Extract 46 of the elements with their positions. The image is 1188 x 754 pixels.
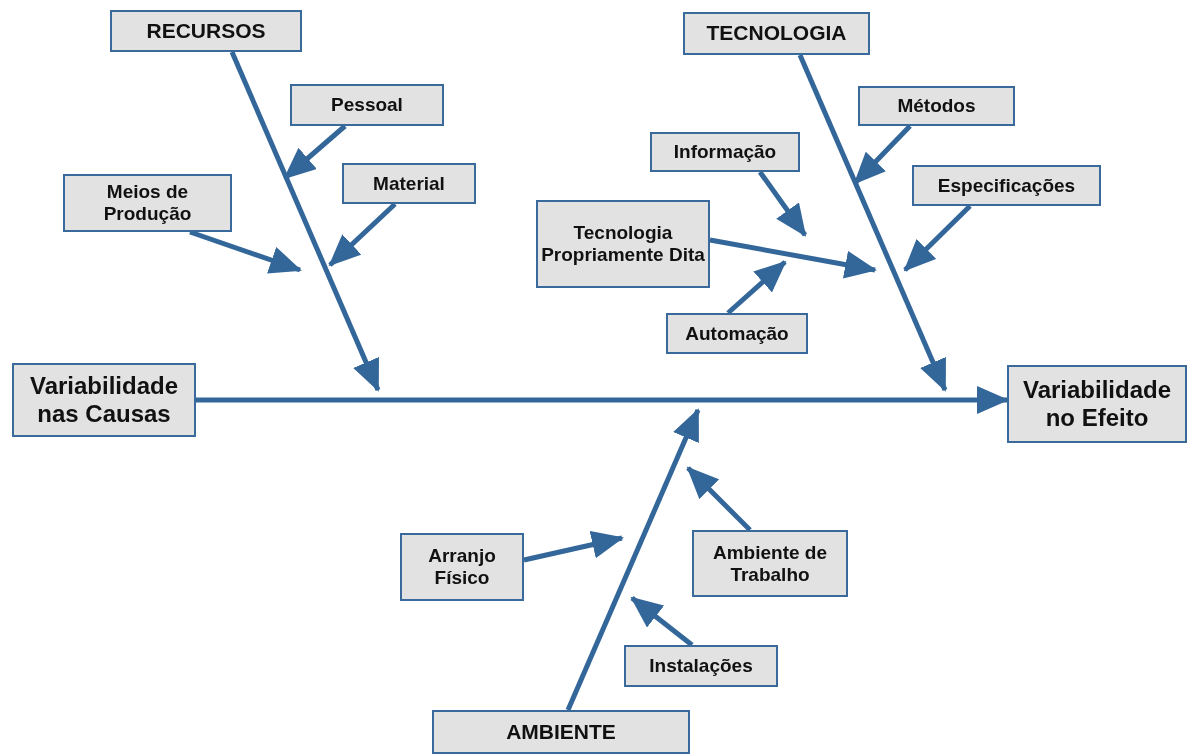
cause-label: Meios de Produção (102, 181, 193, 225)
arrow (709, 237, 877, 279)
arrow (686, 466, 752, 532)
category-box (683, 12, 870, 55)
cause-box (63, 174, 232, 232)
category-box (110, 10, 302, 52)
cause-box (666, 313, 808, 354)
cause-box (290, 84, 444, 126)
arrow (726, 260, 787, 315)
arrow (283, 124, 347, 180)
arrow (229, 51, 381, 392)
cause-box (342, 163, 476, 204)
effect-box (1007, 365, 1187, 443)
effect-label: Variabilidade no Efeito (1021, 376, 1173, 432)
cause-label: Ambiente de Trabalho (712, 541, 828, 586)
cause-box (624, 645, 778, 687)
category-box (432, 710, 690, 754)
cause-label: Material (373, 172, 445, 195)
cause-label: Tecnologia Propriamente Dita (540, 222, 706, 266)
cause-box (858, 86, 1015, 126)
arrow (328, 202, 397, 267)
arrow (903, 204, 972, 272)
effect-box (12, 363, 196, 437)
arrow (797, 54, 948, 392)
cause-label: Pessoal (331, 94, 403, 116)
category-label: RECURSOS (146, 18, 266, 44)
cause-box (692, 530, 848, 597)
cause-box (912, 165, 1101, 206)
cause-label: Especificações (937, 174, 1076, 197)
cause-label: Automação (685, 322, 789, 345)
cause-label: Informação (673, 141, 777, 163)
arrow (523, 530, 624, 563)
arrow (630, 596, 694, 647)
cause-label: Instalações (649, 655, 753, 677)
arrow (565, 408, 701, 711)
category-label: AMBIENTE (506, 719, 616, 745)
cause-box (650, 132, 800, 172)
arrow (853, 124, 912, 185)
cause-box (536, 200, 710, 288)
cause-label: Métodos (897, 95, 976, 117)
category-label: TECNOLOGIA (706, 21, 847, 46)
spine-arrow (196, 386, 1009, 414)
cause-label: Arranjo Físico (427, 545, 497, 589)
arrow (757, 170, 808, 237)
cause-box (400, 533, 524, 601)
effect-label: Variabilidade nas Causas (28, 372, 180, 428)
